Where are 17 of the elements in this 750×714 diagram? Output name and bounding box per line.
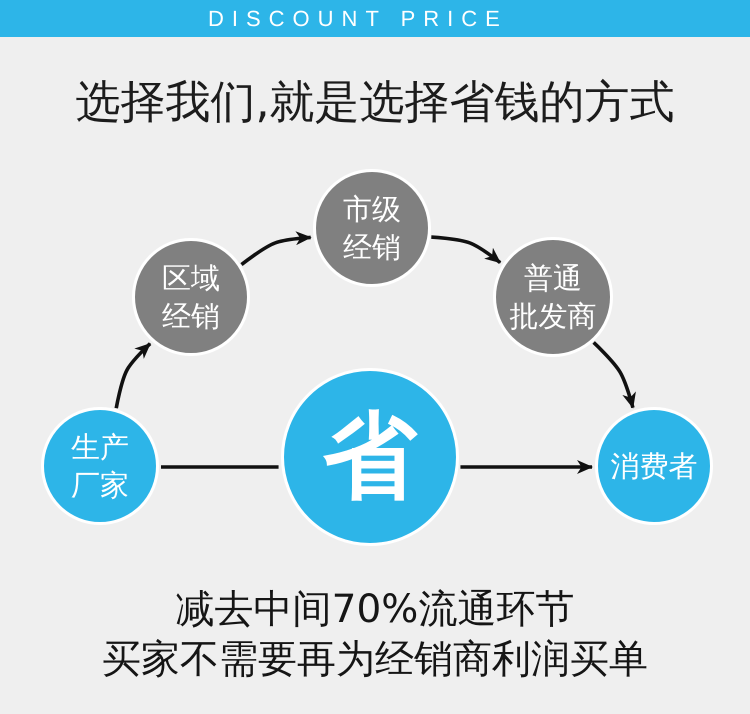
arrow xyxy=(114,342,152,409)
node-label: 生产厂家 xyxy=(71,429,129,504)
node-label: 市级经销 xyxy=(343,191,401,266)
node-label: 区域经销 xyxy=(162,260,220,335)
caption-text: 买家不需要再为经销商利润买单 xyxy=(102,636,648,684)
connector-line xyxy=(161,465,279,469)
arrow xyxy=(431,235,502,264)
node-label: 普通批发商 xyxy=(510,260,596,335)
caption-text: 减去中间70%流通环节 xyxy=(176,586,574,634)
node-label: 消费者 xyxy=(610,448,698,485)
header-band xyxy=(0,0,750,37)
header-text: DISCOUNT PRICE xyxy=(208,5,508,33)
arrow xyxy=(592,341,636,409)
arrow xyxy=(460,460,593,474)
node-label: 省 xyxy=(323,401,417,513)
arrow xyxy=(240,231,312,266)
title-text: 选择我们,就是选择省钱的方式 xyxy=(75,74,675,130)
